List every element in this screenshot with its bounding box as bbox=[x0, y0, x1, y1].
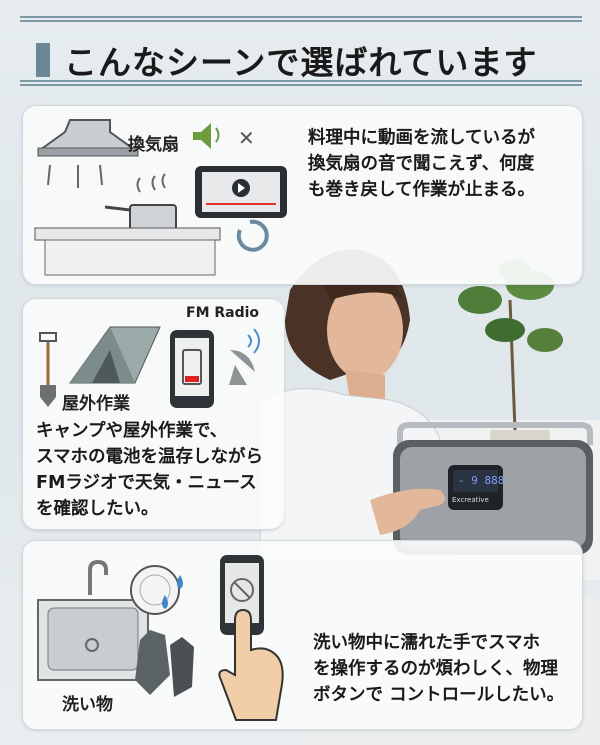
outdoor-illustration bbox=[39, 326, 260, 408]
video-phone-icon bbox=[195, 166, 287, 218]
text-line: を確認したい。 bbox=[36, 499, 159, 519]
water-drop-icon bbox=[162, 575, 183, 609]
scene-label-kitchen: 換気扇 bbox=[128, 135, 179, 155]
speaker-icon bbox=[193, 123, 220, 149]
text-line: 料理中に動画を流しているが bbox=[308, 128, 535, 148]
radio-device bbox=[393, 422, 593, 555]
text-line: も巻き戻して作業が止まる。 bbox=[308, 180, 535, 200]
text-line: ボタンで コントロールしたい。 bbox=[313, 685, 565, 705]
text-line: スマホの電池を温存しながら bbox=[36, 447, 263, 467]
tent-icon bbox=[69, 326, 161, 384]
gloves-icon bbox=[135, 630, 194, 697]
text-line: FMラジオで天気・ニュース bbox=[36, 473, 257, 493]
text-line: 換気扇の音で聞こえず、何度 bbox=[308, 154, 535, 174]
hand-tap-icon bbox=[218, 608, 284, 721]
header-rule-bottom bbox=[20, 80, 582, 86]
kitchen-illustration: ✕ bbox=[34, 119, 287, 276]
satellite-dish-icon bbox=[229, 328, 260, 385]
title-text: こんなシーンで選ばれています bbox=[64, 43, 538, 82]
text-line: キャンプや屋外作業で、 bbox=[36, 421, 228, 441]
scene-text-dishes: 洗い物中に濡れた手でスマホ を操作するのが煩わしく、物理 ボタンで コントロール… bbox=[313, 630, 564, 708]
radio-display: - 9 888 bbox=[458, 474, 505, 487]
dishes-illustration bbox=[37, 555, 284, 721]
header-rule-top bbox=[20, 16, 582, 22]
text-line: 洗い物中に濡れた手でスマホ bbox=[313, 633, 540, 653]
sink-icon bbox=[37, 559, 149, 681]
radio-brand: Excreative bbox=[452, 496, 489, 504]
fm-radio-label: FM Radio bbox=[186, 305, 260, 321]
plate-icon bbox=[130, 565, 180, 615]
mute-x-icon: ✕ bbox=[238, 126, 255, 150]
page-title: こんなシーンで選ばれています bbox=[36, 36, 537, 84]
scene-text-outdoor: キャンプや屋外作業で、 スマホの電池を温存しながら FMラジオで天気・ニュース … bbox=[36, 418, 263, 522]
text-line: を操作するのが煩わしく、物理 bbox=[313, 659, 558, 679]
scene-text-kitchen: 料理中に動画を流しているが 換気扇の音で聞こえず、何度 も巻き戻して作業が止まる… bbox=[308, 125, 535, 203]
scene-label-dishes: 洗い物 bbox=[62, 695, 113, 715]
phone-battery-icon bbox=[170, 330, 214, 408]
replay-icon bbox=[236, 219, 269, 252]
title-accent-bar bbox=[36, 43, 50, 77]
shovel-icon bbox=[39, 332, 57, 407]
scene-label-outdoor: 屋外作業 bbox=[62, 394, 130, 414]
